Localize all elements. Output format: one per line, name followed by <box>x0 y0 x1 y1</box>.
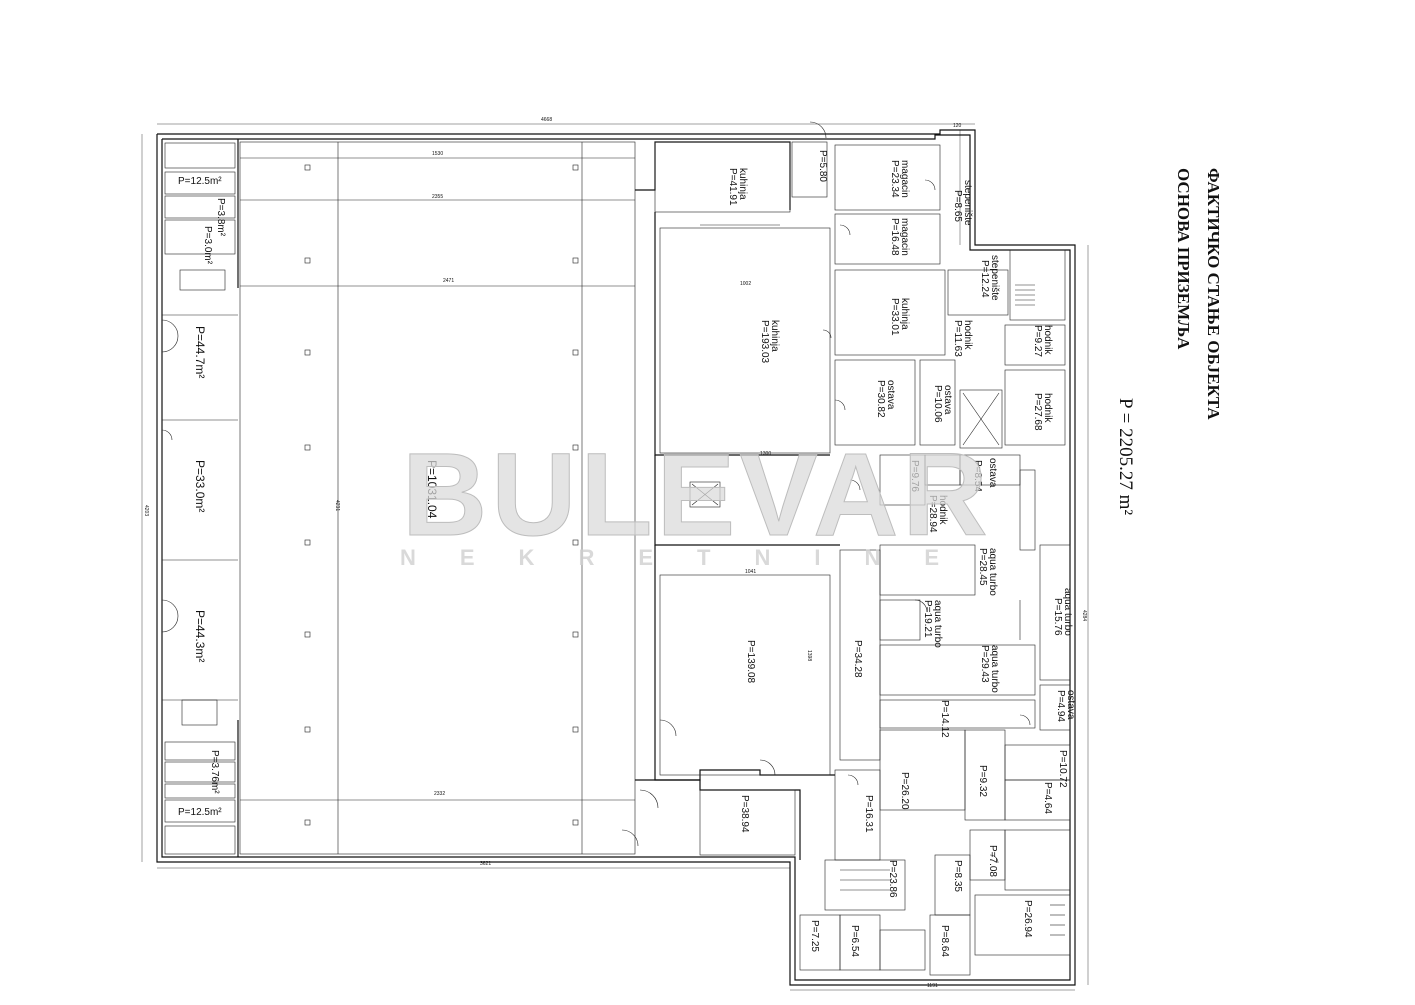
room-name: kuhinja <box>737 168 748 200</box>
dim-top-total: 4668 <box>541 117 552 123</box>
room-area: P=9.76 <box>909 460 920 492</box>
lower-centre-rooms <box>621 545 881 860</box>
room-area: P=33.0m² <box>193 460 207 512</box>
lower-right-rooms <box>799 714 1071 976</box>
room-name: stepenište <box>962 180 973 226</box>
room-area: P=4.64 <box>1042 782 1053 814</box>
document-title: ФАКТИЧКО СТАЊЕ ОБЈЕКТА <box>1204 168 1223 420</box>
room-area: P=44.3m² <box>193 610 207 662</box>
dim-hall-span: 1530 <box>432 151 443 157</box>
document-subtitle: ОСНОВА ПРИЗЕМЉА <box>1174 168 1193 350</box>
room-area: P=41.91 <box>727 168 738 206</box>
room-area: P=15.76 <box>1052 598 1063 636</box>
room-area: P=19.21 <box>922 600 933 638</box>
dim-hall-span-4: 2332 <box>434 791 445 797</box>
room-area: P=7.08 <box>987 845 998 877</box>
left-service-strip <box>161 139 239 857</box>
room-area: P=33.01 <box>889 298 900 336</box>
room-area: P=38.94 <box>739 795 750 833</box>
room-area: P=1031.04 <box>425 460 439 519</box>
dim-hall-span-2: 2355 <box>432 194 443 200</box>
dim-right-total: 4284 <box>1081 610 1087 621</box>
room-area: P=9.27 <box>1032 325 1043 357</box>
room-area: P=16.31 <box>863 795 874 833</box>
building-outline <box>156 129 1076 986</box>
total-area: P = 2205.27 m² <box>1115 398 1136 515</box>
room-name: kuhinja <box>899 298 910 330</box>
room-name: aqua turbo <box>987 548 998 596</box>
room-name: aqua turbo <box>989 645 1000 693</box>
dim-top-right: 120 <box>953 123 962 129</box>
dim-kitchen-width: 1002 <box>740 281 751 287</box>
room-name: hodnik <box>1042 325 1053 355</box>
room-area: P=16.48 <box>889 218 900 256</box>
dim-hall-span-3: 2471 <box>443 278 454 284</box>
room-name: magacin <box>899 218 910 256</box>
right-upper-rooms <box>834 144 1066 449</box>
room-name: hodnik <box>937 495 948 525</box>
room-area: P=8.54 <box>972 460 983 492</box>
room-area: P=28.45 <box>977 548 988 586</box>
dim-bottom-left: 3621 <box>480 861 491 867</box>
dim-room-depth: 1398 <box>806 650 812 661</box>
room-area: P=26.20 <box>899 772 910 810</box>
room-name: magacin <box>899 160 910 198</box>
dimension-lines <box>141 123 1089 991</box>
room-area: P=10.72 <box>1057 750 1068 788</box>
watermark: BULEVAR NEKRETNINE <box>400 429 992 571</box>
room-area: P=5.80 <box>817 150 828 182</box>
room-name: stepenište <box>989 255 1000 301</box>
watermark-subtitle: NEKRETNINE <box>400 545 983 570</box>
room-area: P=23.86 <box>887 860 898 898</box>
room-area: P=12.5m² <box>178 807 222 818</box>
room-name: ostava <box>942 385 953 415</box>
room-name: hodnik <box>1042 393 1053 423</box>
room-area: P=8.65 <box>952 190 963 222</box>
room-area: P=34.28 <box>852 640 863 678</box>
room-area: P=30.82 <box>875 380 886 418</box>
room-area: P=139.08 <box>745 640 756 684</box>
room-area: P=23.34 <box>889 160 900 198</box>
room-area: P=8.35 <box>952 860 963 892</box>
room-name: ostava <box>987 458 998 488</box>
room-area: P=7.25 <box>809 920 820 952</box>
room-area: P=8.64 <box>939 925 950 957</box>
room-area: P=27.68 <box>1032 393 1043 431</box>
room-name: aqua turbo <box>1062 588 1073 636</box>
room-area: P=6.54 <box>849 925 860 957</box>
room-area: P=29.43 <box>979 645 990 683</box>
room-labels: P=12.5m² P=3.8m² P=3.0m² P=44.7m² P=33.0… <box>178 150 1076 957</box>
room-name: hodnik <box>962 320 973 350</box>
room-area: P=3.8m² <box>215 198 226 237</box>
room-area: P=9.32 <box>977 765 988 797</box>
room-name: ostava <box>885 380 896 410</box>
room-area: P=4.94 <box>1055 690 1066 722</box>
room-area: P=26.94 <box>1022 900 1033 938</box>
room-area: P=14.12 <box>939 700 950 738</box>
dim-room-width: 1041 <box>745 569 756 575</box>
room-area: P=44.7m² <box>193 326 207 378</box>
room-name: ostava <box>1065 690 1076 720</box>
room-area: P=3.76m² <box>209 750 220 794</box>
room-area: P=12.5m² <box>178 176 222 187</box>
room-area: P=28.94 <box>927 495 938 533</box>
title-block: ФАКТИЧКО СТАЊЕ ОБЈЕКТА ОСНОВА ПРИЗЕМЉА P… <box>1115 168 1223 515</box>
room-name: aqua turbo <box>932 600 943 648</box>
room-area: P=193.03 <box>759 320 770 364</box>
watermark-brand: BULEVAR <box>402 429 992 561</box>
main-hall <box>239 141 636 855</box>
dim-bottom-right: 1191 <box>927 983 938 989</box>
dim-corridor: 1300 <box>760 451 771 457</box>
room-name: kuhinja <box>769 320 780 352</box>
dimension-labels: 4668 120 3621 1191 4203 4284 4231 1002 1… <box>143 117 1087 989</box>
room-area: P=3.0m² <box>202 226 213 265</box>
room-area: P=11.63 <box>952 320 963 357</box>
aqua-turbo-zone <box>879 544 1071 731</box>
room-area: P=12.24 <box>979 260 990 298</box>
dim-hall-height: 4231 <box>334 500 340 511</box>
room-area: P=10.06 <box>932 385 943 423</box>
dim-left-total: 4203 <box>143 505 149 516</box>
